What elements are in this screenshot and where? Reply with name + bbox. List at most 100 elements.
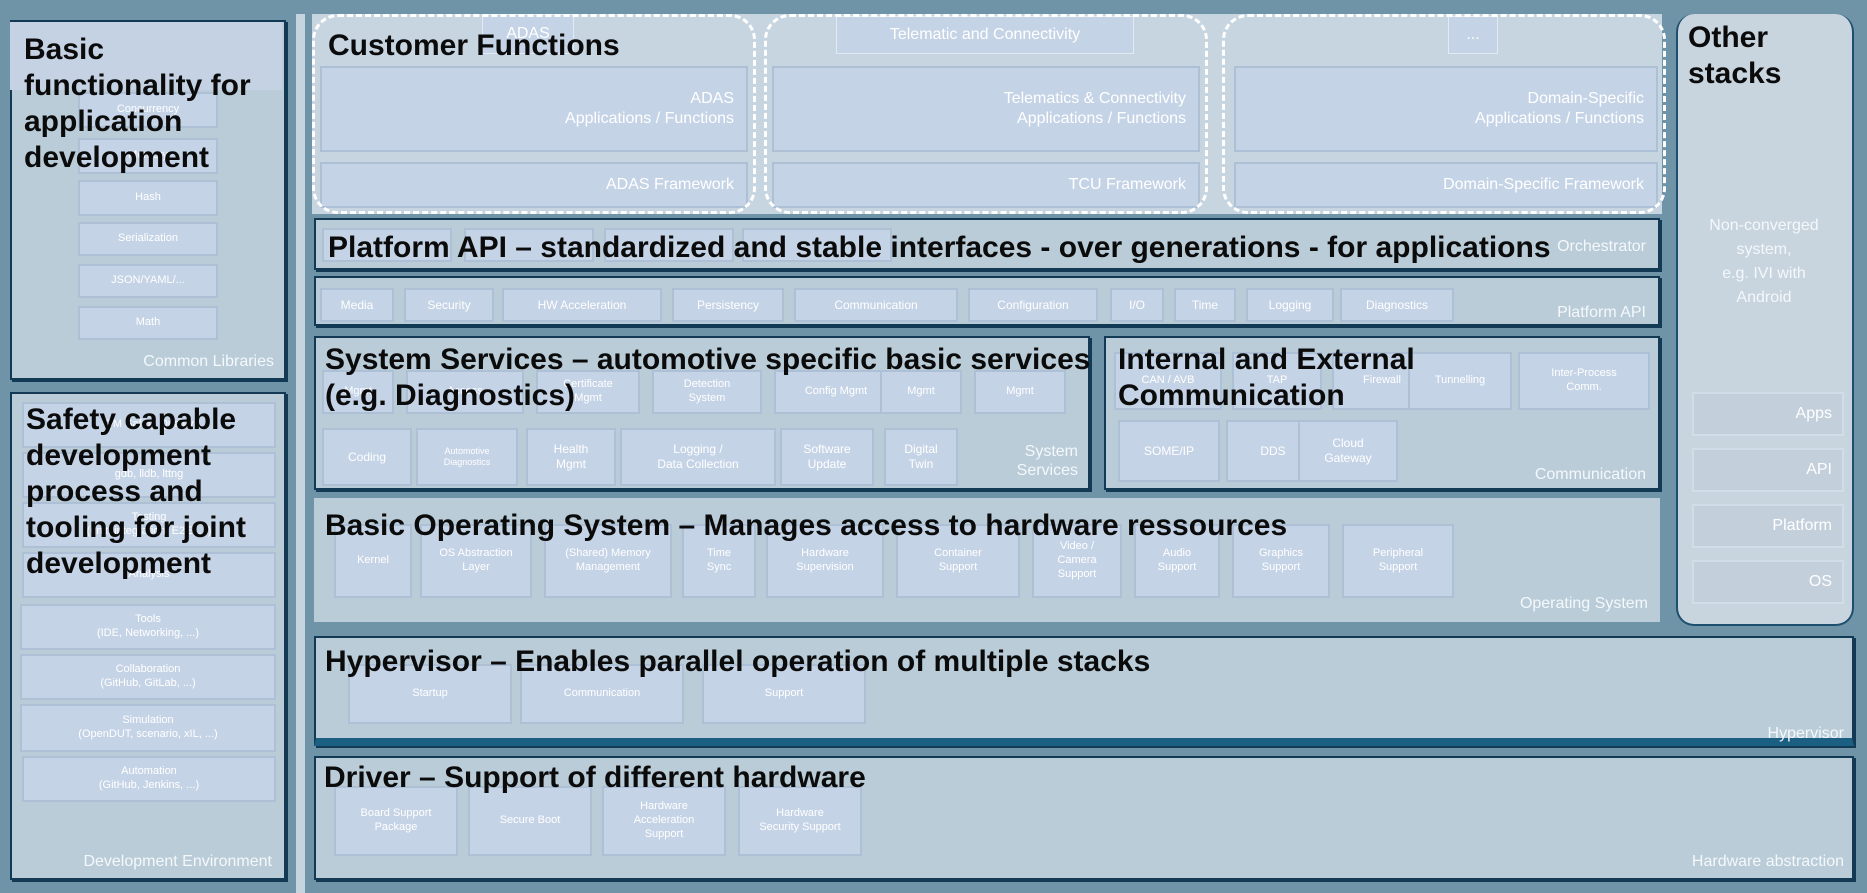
column-separator (296, 14, 305, 893)
other-stack-layer-4: OS (1692, 560, 1844, 604)
system-service-bottom-1: Coding (322, 428, 412, 486)
tcu-framework-box: TCU Framework (772, 162, 1200, 208)
hypervisor-item-3: Support (702, 664, 866, 724)
system-service-top-7: Mgmt (974, 370, 1066, 414)
platform-api-item-10: Diagnostics (1340, 288, 1454, 322)
tab-more[interactable]: ... (1448, 16, 1498, 54)
os-item-3: (Shared) Memory Management (544, 524, 672, 598)
dev-tool-box-6: Collaboration (GitHub, GitLab, ...) (20, 654, 276, 700)
library-box-6: Math (78, 306, 218, 340)
operating-system-title: Basic Operating System – Manages access … (325, 509, 1288, 542)
platform-api-item-7: I/O (1110, 288, 1164, 322)
system-service-bottom-4: Logging / Data Collection (620, 428, 776, 486)
communication-top-5: Inter-Process Comm. (1518, 352, 1650, 410)
adas-group-outline (312, 14, 756, 214)
other-stacks-title: Other stacks (1688, 21, 1782, 90)
orchestrator-slot-3 (604, 228, 734, 262)
os-item-8: Audio Support (1134, 524, 1220, 598)
adas-applications-box: ADAS Applications / Functions (320, 66, 748, 152)
orchestrator-slot-4 (742, 228, 892, 262)
orchestrator-slot-2 (464, 228, 594, 262)
os-item-10: Peripheral Support (1342, 524, 1454, 598)
platform-api-item-1: Media (320, 288, 394, 322)
other-stack-layer-3: Platform (1692, 504, 1844, 548)
other-stack-layer-1: Apps (1692, 392, 1844, 436)
system-service-top-4: Detection System (652, 370, 762, 414)
communication-top-1: CAN / AVB (1114, 352, 1222, 410)
os-item-1: Kernel (334, 524, 412, 598)
library-box-2: Memory (78, 138, 218, 174)
domain-framework-box: Domain-Specific Framework (1234, 162, 1658, 208)
library-box-4: Serialization (78, 222, 218, 256)
orchestrator-slot-1 (322, 228, 452, 262)
system-service-bottom-5: Software Update (780, 428, 874, 486)
other-stacks-description: Non-converged system, e.g. IVI with Andr… (1709, 217, 1819, 306)
basic-functionality-header (10, 22, 282, 90)
telematics-applications-box: Telematics & Connectivity Applications /… (772, 66, 1200, 152)
communication-top-2: TAP (1232, 352, 1322, 410)
dev-tool-box-8: Automation (GitHub, Jenkins, ...) (22, 756, 276, 802)
driver-item-2: Secure Boot (468, 786, 592, 856)
safety-title: Safety capable development process and t… (26, 403, 246, 580)
domain-group-outline (1222, 14, 1666, 214)
os-item-6: Container Support (896, 524, 1020, 598)
communication-bottom-3: Cloud Gateway (1298, 420, 1398, 482)
system-service-bottom-3: Health Mgmt (526, 428, 616, 486)
system-service-bottom-6: Digital Twin (884, 428, 958, 486)
driver-item-3: Hardware Acceleration Support (602, 786, 726, 856)
domain-applications-box: Domain-Specific Applications / Functions (1234, 66, 1658, 152)
library-box-3: Hash (78, 180, 218, 216)
system-service-bottom-2: Automotive Diagnostics (416, 428, 518, 486)
system-service-top-2: Access (406, 370, 524, 414)
hypervisor-label: Hypervisor (1767, 725, 1844, 742)
system-service-top-3: Certificate Mgmt (536, 370, 640, 414)
dev-tool-box-4: Analysis (22, 552, 276, 598)
dev-tool-box-5: Tools (IDE, Networking, ...) (20, 604, 276, 650)
hypervisor-title: Hypervisor – Enables parallel operation … (325, 645, 1151, 678)
platform-api-label: Platform API (1557, 304, 1646, 321)
operating-system-label: Operating System (1519, 595, 1648, 612)
driver-item-4: Hardware Security Support (738, 786, 862, 856)
hardware-abstraction-label: Hardware abstraction (1691, 853, 1844, 870)
development-environment-label: Development Environment (83, 853, 272, 870)
platform-api-item-5: Communication (794, 288, 958, 322)
driver-item-1: Board Support Package (334, 786, 458, 856)
os-item-4: Time Sync (682, 524, 756, 598)
library-box-1: Concurrency (78, 92, 218, 128)
telematics-group-outline (764, 14, 1208, 214)
platform-api-item-2: Security (404, 288, 494, 322)
platform-api-item-4: Persistency (672, 288, 784, 322)
platform-api-item-3: HW Acceleration (502, 288, 662, 322)
dev-tool-box-2: gdb, lldb, lttng (22, 452, 276, 498)
hypervisor-item-2: Communication (520, 664, 684, 724)
system-services-label: System Services (1016, 443, 1078, 480)
communication-title: Internal and External Communication (1118, 343, 1415, 412)
os-item-5: Hardware Supervision (766, 524, 884, 598)
platform-api-title: Platform API – standardized and stable i… (328, 231, 1551, 264)
system-service-top-6: Mgmt (880, 370, 962, 414)
library-box-5: JSON/YAML/... (78, 264, 218, 298)
orchestrator-label: Orchestrator (1557, 238, 1646, 255)
tab-adas[interactable]: ADAS (482, 14, 574, 54)
communication-top-4: Tunnelling (1408, 352, 1512, 410)
driver-title: Driver – Support of different hardware (324, 761, 866, 794)
communication-label: Communication (1534, 466, 1646, 483)
adas-framework-box: ADAS Framework (320, 162, 748, 208)
tab-telematic[interactable]: Telematic and Connectivity (836, 16, 1134, 54)
os-item-2: OS Abstraction Layer (420, 524, 532, 598)
dev-tool-box-3: Testing (unit, integration, E2E, ...) (22, 502, 276, 548)
hypervisor-item-1: Startup (348, 664, 512, 724)
system-services-title: System Services – automotive specific ba… (325, 343, 1091, 412)
platform-api-item-9: Logging (1246, 288, 1334, 322)
communication-bottom-1: SOME/IP (1118, 420, 1220, 482)
platform-api-item-8: Time (1174, 288, 1236, 322)
os-item-7: Video / Camera Support (1032, 524, 1122, 598)
dev-tool-box-1: QM Safety Quality (22, 402, 276, 448)
other-stack-layer-2: API (1692, 448, 1844, 492)
os-item-9: Graphics Support (1232, 524, 1330, 598)
basic-functionality-title: Basic functionality for application deve… (24, 33, 251, 174)
system-service-top-1: Mgmt (322, 370, 394, 414)
customer-functions-title: Customer Functions (328, 29, 620, 62)
common-libraries-label: Common Libraries (143, 353, 274, 370)
platform-api-item-6: Configuration (968, 288, 1098, 322)
